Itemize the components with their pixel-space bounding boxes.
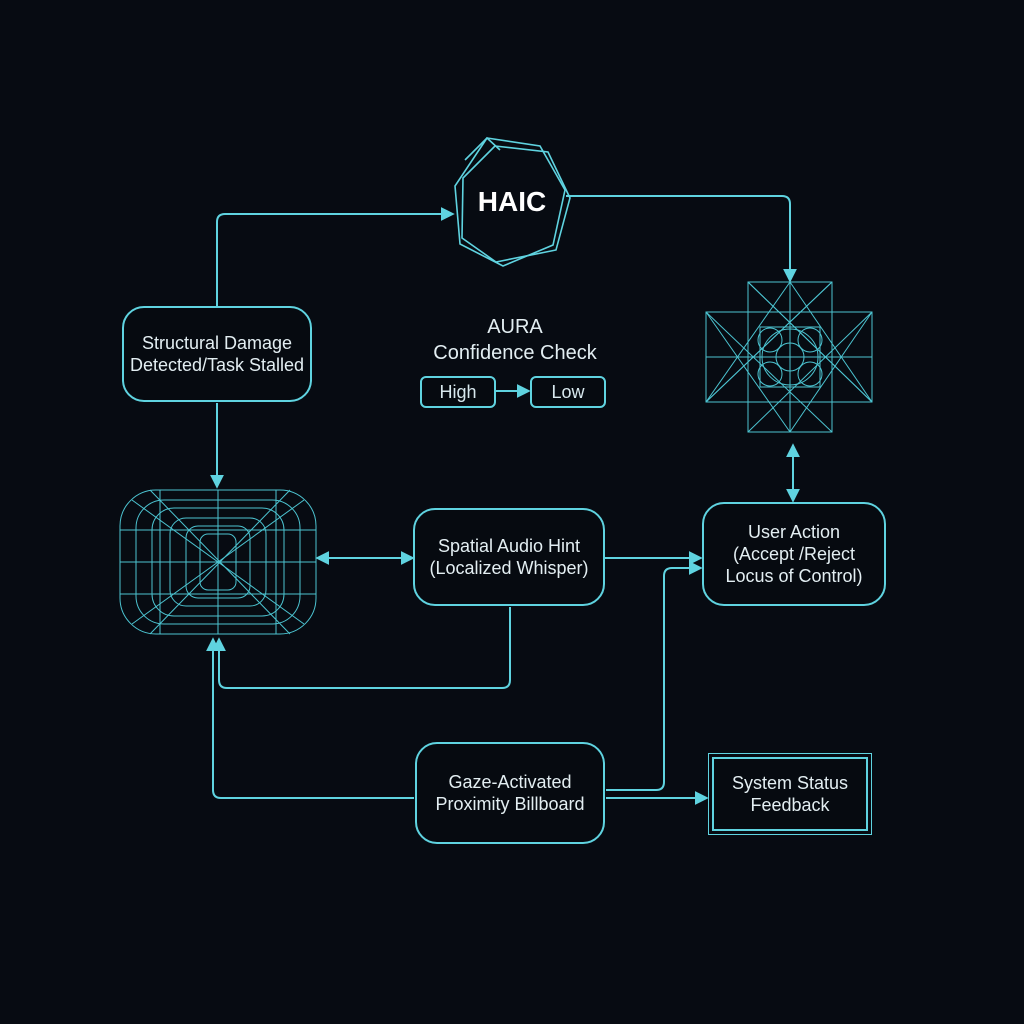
system-status-line1: System Status (731, 773, 849, 793)
system-status-node: System Status Feedback (708, 753, 872, 835)
user-action-line3: Locus of Control) (725, 566, 863, 586)
structural-damage-line2: Detected/Task Stalled (129, 355, 305, 375)
confidence-high-pill: High (420, 376, 496, 408)
gaze-billboard-line2: Proximity Billboard (435, 794, 585, 814)
connector-structural-to-haic (216, 207, 455, 306)
connector-spatial-loop-to-cube (212, 607, 511, 689)
spatial-audio-line2: (Localized Whisper) (429, 558, 589, 578)
gaze-billboard-line1: Gaze-Activated (448, 772, 572, 792)
confidence-low-label: Low (551, 381, 585, 402)
user-action-line1: User Action (747, 522, 841, 542)
gaze-billboard-node: Gaze-Activated Proximity Billboard (415, 742, 605, 844)
structural-damage-node: Structural Damage Detected/Task Stalled (122, 306, 312, 402)
wireframe-polyhedron-icon (454, 136, 571, 267)
connector-cube-gaze (206, 637, 414, 799)
connector-haic-to-lattice (566, 195, 797, 283)
confidence-high-label: High (439, 381, 477, 402)
system-status-line2: Feedback (750, 795, 830, 815)
spatial-audio-line1: Spatial Audio Hint (437, 536, 581, 556)
wireframe-lattice-icon (705, 281, 873, 433)
spatial-audio-node: Spatial Audio Hint (Localized Whisper) (413, 508, 605, 606)
user-action-node: User Action (Accept /Reject Locus of Con… (702, 502, 886, 606)
haic-label: HAIC (477, 186, 547, 217)
aura-title-line1: AURA (487, 316, 543, 338)
confidence-low-pill: Low (530, 376, 606, 408)
user-action-line2: (Accept /Reject (732, 544, 856, 564)
connector-gaze-to-user (606, 561, 703, 791)
wireframe-cube-icon (119, 489, 317, 635)
aura-title-line2: Confidence Check (433, 342, 597, 364)
structural-damage-line1: Structural Damage (141, 333, 293, 353)
aura-title: AURA Confidence Check (410, 314, 620, 366)
